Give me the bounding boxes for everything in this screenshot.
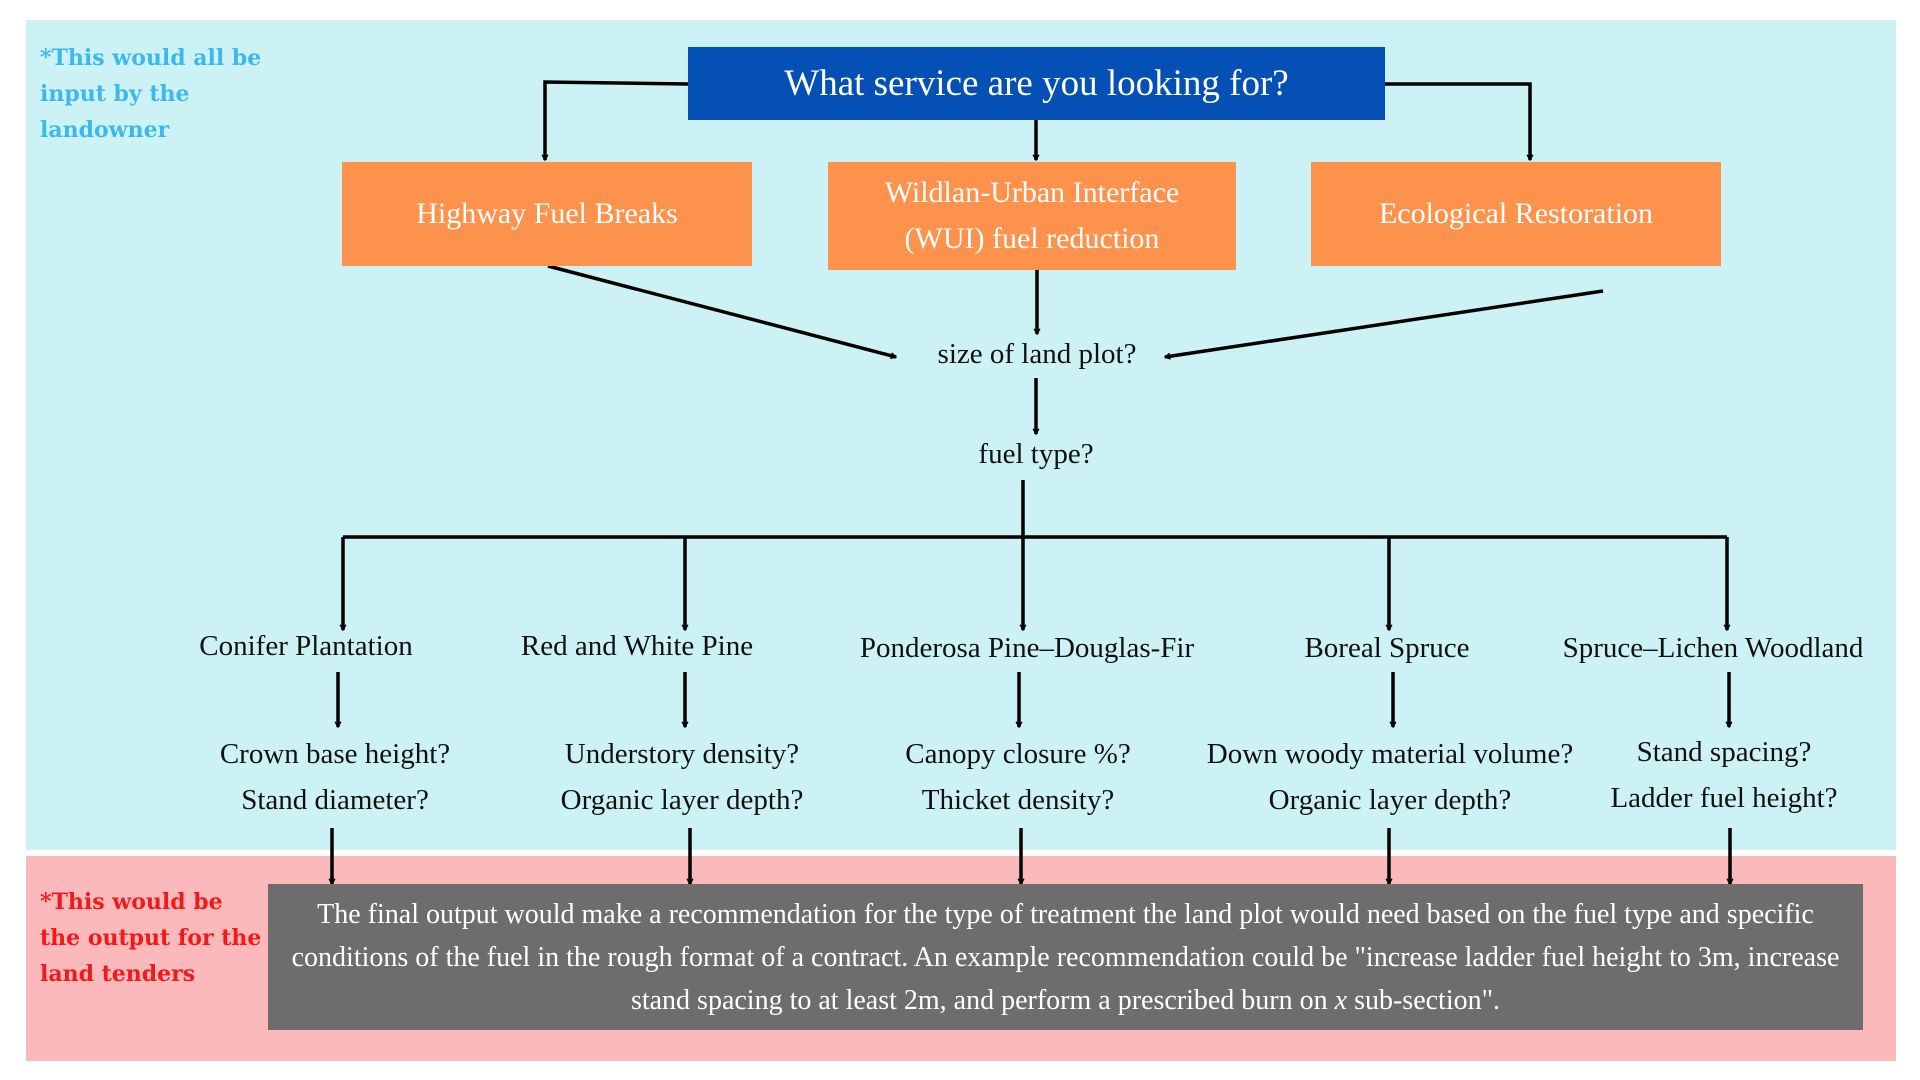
arrow-question-eco — [1385, 82, 1530, 160]
service-ecological-restoration: Ecological Restoration — [1311, 162, 1721, 266]
boreal-question-1: Down woody material volume? — [1206, 738, 1574, 770]
spruce-lichen-questions: Stand spacing? Ladder fuel height? — [1610, 729, 1837, 821]
boreal-questions: Down woody material volume? Organic laye… — [1207, 731, 1573, 823]
service-question-box: What service are you looking for? — [688, 47, 1385, 120]
fuel-question: fuel type? — [978, 438, 1094, 470]
conifer-question-2: Stand diameter? — [241, 784, 429, 816]
size-question: size of land plot? — [937, 338, 1137, 370]
fuel-type-boreal-spruce: Boreal Spruce — [1304, 632, 1470, 664]
service-wui-label: Wildlan-Urban Interface (WUI) fuel reduc… — [884, 176, 1180, 255]
ponderosa-question-2: Thicket density? — [921, 784, 1115, 816]
output-note: *This would be the output for the land t… — [40, 889, 262, 987]
fuel-type-red-white-pine: Red and White Pine — [520, 630, 754, 662]
output-recommendation-box: The final output would make a recommenda… — [268, 884, 1863, 1030]
spruce-lichen-question-1: Stand spacing? — [1636, 736, 1812, 768]
input-note: *This would all be input by the landowne… — [40, 45, 262, 143]
ponderosa-question-1: Canopy closure %? — [905, 738, 1131, 770]
boreal-question-2: Organic layer depth? — [1268, 784, 1512, 816]
output-recommendation-text: The final output would make a recommenda… — [291, 898, 1840, 1016]
service-wui-fuel-reduction: Wildlan-Urban Interface (WUI) fuel reduc… — [828, 162, 1236, 270]
redwhite-questions: Understory density? Organic layer depth? — [561, 731, 804, 823]
arrow-question-highway — [545, 80, 689, 160]
ponderosa-questions: Canopy closure %? Thicket density? — [905, 731, 1131, 823]
conifer-questions: Crown base height? Stand diameter? — [220, 731, 450, 823]
spruce-lichen-question-2: Ladder fuel height? — [1610, 782, 1838, 814]
arrow-highway-size — [547, 264, 896, 357]
service-highway-fuel-breaks: Highway Fuel Breaks — [342, 162, 752, 266]
arrow-eco-size — [1165, 289, 1604, 357]
redwhite-question-2: Organic layer depth? — [560, 784, 804, 816]
fuel-type-spruce-lichen-woodland: Spruce–Lichen Woodland — [1562, 632, 1864, 664]
fuel-type-conifer-plantation: Conifer Plantation — [199, 630, 413, 662]
conifer-question-1: Crown base height? — [219, 738, 451, 770]
redwhite-question-1: Understory density? — [564, 738, 800, 770]
fuel-type-ponderosa-douglas-fir: Ponderosa Pine–Douglas-Fir — [859, 632, 1195, 664]
